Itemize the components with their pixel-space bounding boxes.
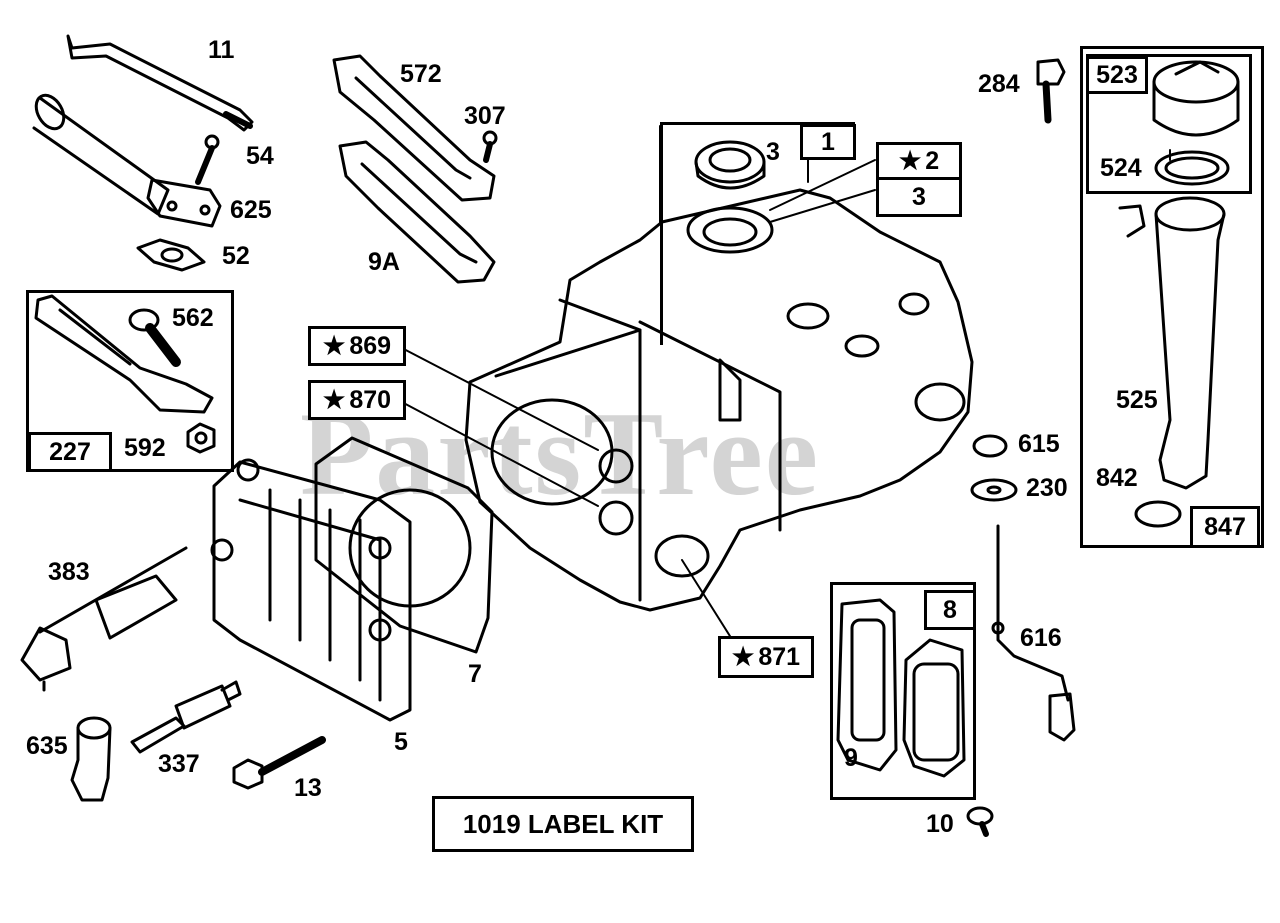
label-592: 592 [124,434,166,462]
label-13: 13 [294,774,322,802]
cylinder-head-part-5 [210,458,412,722]
breather-gasket-part-9 [836,598,898,772]
screw-part-54 [195,134,220,185]
label-box-8: 8 [924,590,976,630]
label-box-1: 1 [800,124,856,160]
label-562: 562 [172,304,214,332]
muffler-part-383 [20,546,188,692]
crankcase-block [464,188,974,612]
label-5: 5 [394,728,408,756]
label-230: 230 [1026,474,1068,502]
label-383: 383 [48,558,90,586]
label-box-869: ★869 [308,326,406,366]
label-524: 524 [1100,154,1142,182]
label-box-871: ★871 [718,636,814,678]
label-box-227: 227 [28,432,112,472]
label-635: 635 [26,732,68,760]
group-frame-227 [26,290,234,472]
gasket-part-52 [136,238,206,272]
star-icon: ★ [898,146,922,175]
label-625: 625 [230,196,272,224]
label-525: 525 [1116,386,1158,414]
bolt-part-562 [128,308,181,367]
breather-cover-part-8 [902,638,966,778]
kit-label-box: 1019 LABEL KIT [432,796,694,852]
nut-part-592 [186,422,216,454]
group-frame-8 [830,582,976,800]
dipstick-tube-part-525 [1118,196,1226,490]
star-icon: ★ [322,331,346,360]
group-frame-1 [660,122,855,345]
label-10: 10 [926,810,954,838]
label-7: 7 [468,660,482,688]
label-616: 616 [1020,624,1062,652]
star-icon: ★ [322,385,346,414]
control-bracket-part-227 [34,294,214,414]
group-frame-523 [1086,54,1252,194]
label-842: 842 [1096,464,1138,492]
group-frame-847 [1080,46,1264,548]
bolt-part-284 [1036,58,1066,124]
washer-part-230 [970,478,1018,502]
label-box-523: 523 [1086,56,1148,94]
label-box-2: ★2 [876,142,962,180]
dipstick-rod-part-11 [66,34,254,132]
label-box-3: 3 [876,177,962,217]
spark-plug-part-337 [130,680,242,754]
label-54: 54 [246,142,274,170]
gasket-part-9a [338,140,496,284]
seal-part-3 [694,140,766,190]
label-box-870: ★870 [308,380,406,420]
label-572: 572 [400,60,442,88]
label-3-seal: 3 [766,138,780,166]
star-icon: ★ [731,642,755,671]
label-337: 337 [158,750,200,778]
screw-part-10 [966,806,994,837]
label-615: 615 [1018,430,1060,458]
label-box-847: 847 [1190,506,1260,548]
head-gasket-part-7 [314,436,494,654]
screw-part-307 [482,130,498,163]
label-9: 9 [844,744,858,772]
intake-tube-part-625 [32,93,222,228]
governor-lever-part-616 [991,524,1076,742]
gasket-part-572 [332,54,496,202]
label-52: 52 [222,242,250,270]
label-9a: 9A [368,248,400,276]
label-284: 284 [978,70,1020,98]
dipstick-cap-part-523 [1152,60,1240,137]
bolt-part-13 [232,736,326,790]
label-307: 307 [464,102,506,130]
retainer-part-615 [972,434,1008,458]
spark-plug-boot-part-635 [70,716,112,802]
oring-part-842 [1134,500,1182,528]
label-11: 11 [208,36,235,64]
oring-part-524 [1154,150,1230,186]
